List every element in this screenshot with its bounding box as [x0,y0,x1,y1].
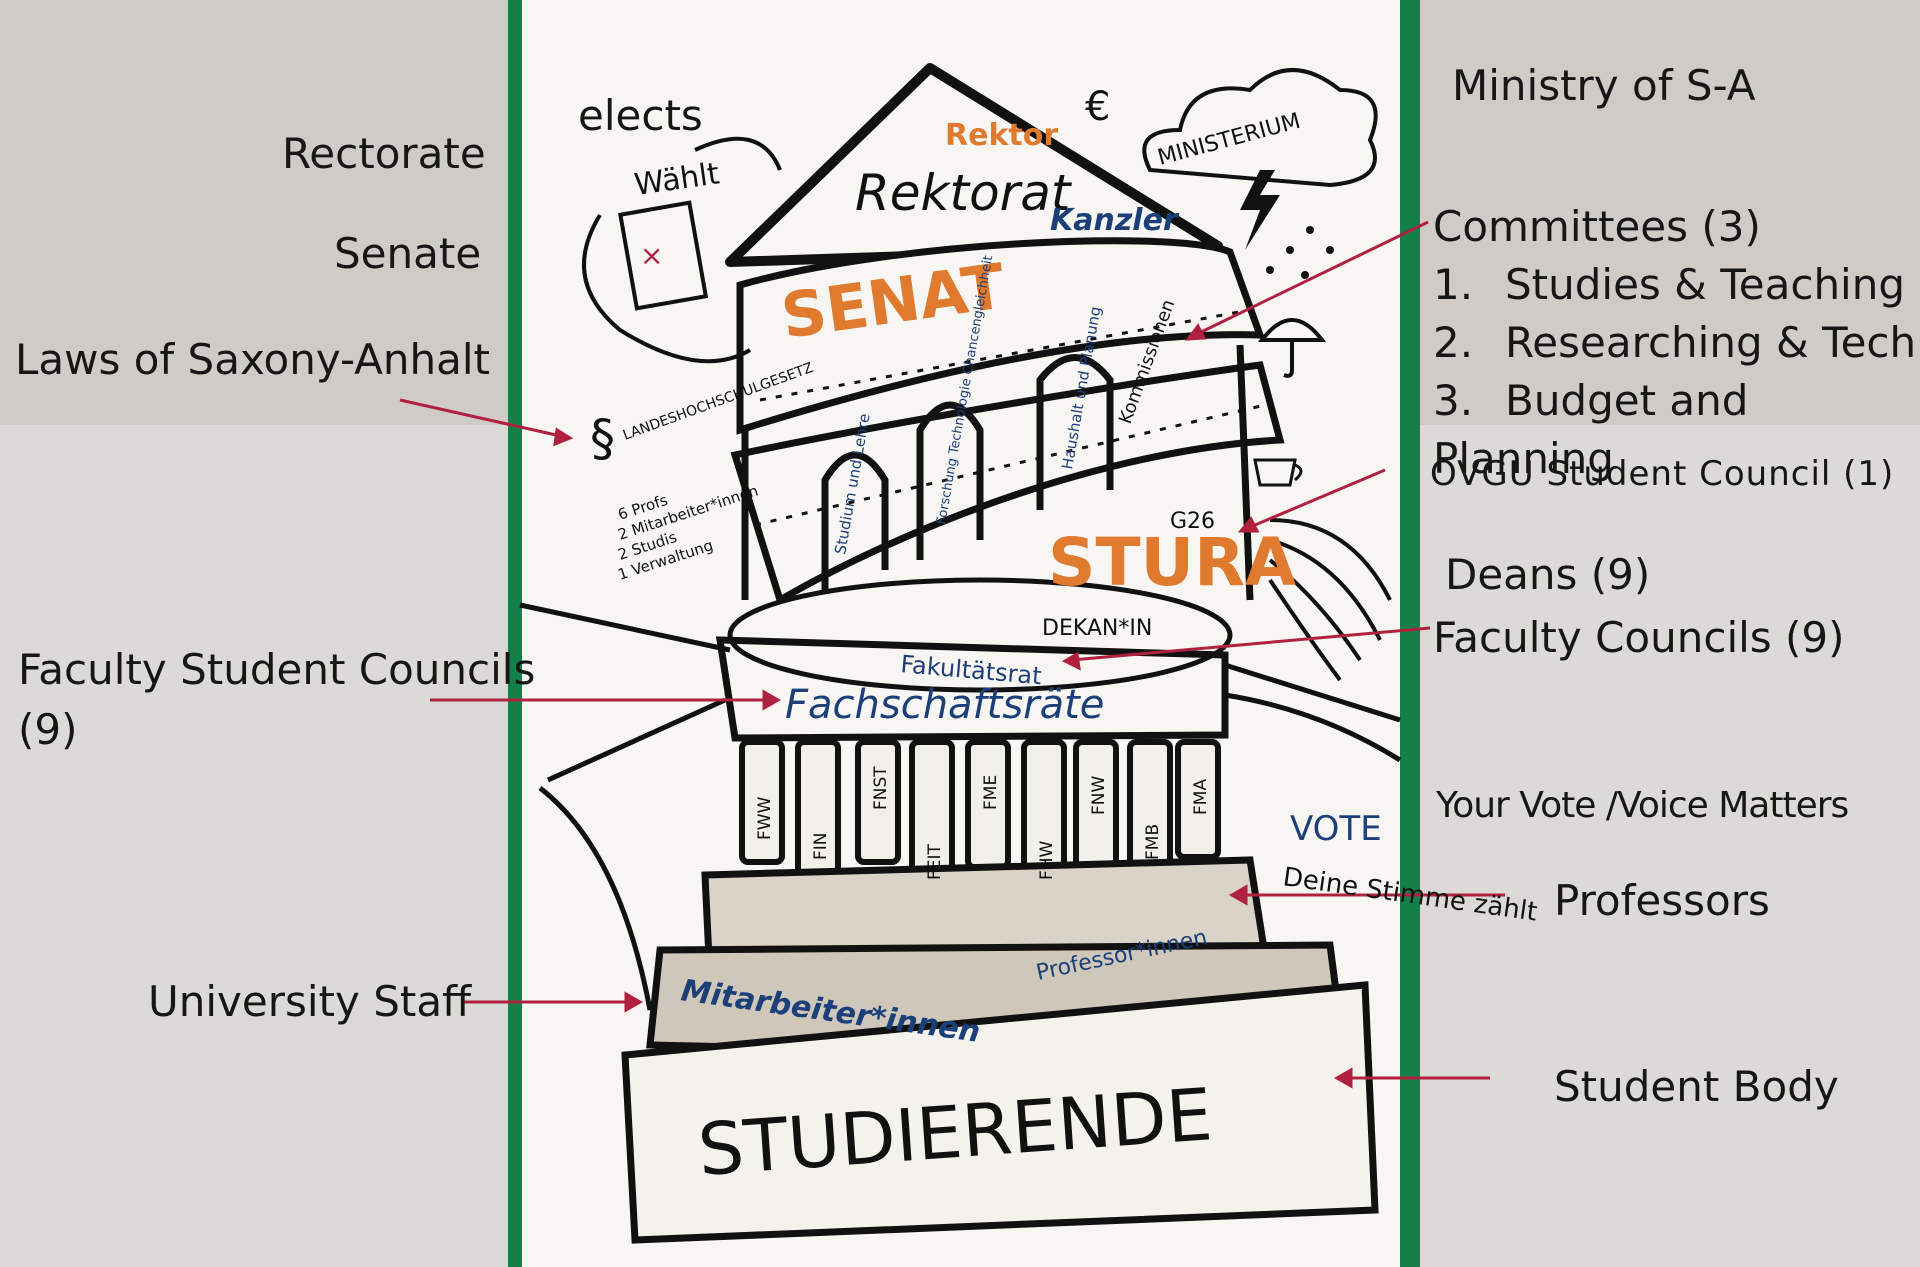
lightning-icon [1240,170,1280,250]
poster-rektor: Rektor [945,118,1058,153]
poster-landes-sign: § [590,409,615,467]
label-university-staff: University Staff [148,977,472,1026]
poster-dekan: DEKAN*IN [1042,616,1152,641]
euro-icon: € [1085,84,1110,130]
arch-1 [821,451,889,590]
committee-item: 1.Studies & Teaching [1433,260,1906,309]
svg-text:FNW: FNW [1089,776,1109,815]
cup-icon [1253,458,1303,487]
arch-3 [1036,354,1114,510]
committee-item: 3.Budget and Planning [1433,376,1749,483]
label-ministry: Ministry of S-A [1452,61,1756,110]
umbrella-icon [1257,318,1327,378]
building-walls [741,344,1254,601]
label-deans: Deans (9) [1445,550,1651,599]
poster-fachschaftsraete: Fachschaftsräte [785,682,1104,728]
label-professors: Professors [1554,876,1770,925]
elects-arrow [694,136,782,171]
poster-g26: G26 [1170,509,1215,534]
label-rectorate: Rectorate [282,129,486,178]
svg-text:FIN: FIN [811,832,831,860]
faculty-ring [727,577,1233,693]
svg-text:FMB: FMB [1143,824,1163,860]
senate-band [736,237,1266,435]
poster-stura: STURA [1048,524,1296,601]
rain-drops [1266,226,1334,279]
label-senate: Senate [334,229,482,278]
poster-vote: VOTE [1290,809,1382,849]
label-faculty-student-councils: Faculty Student Councils [18,645,536,694]
svg-text:×: × [640,239,663,272]
svg-text:FWW: FWW [755,796,775,840]
label-faculty-student-councils-count: (9) [18,705,78,754]
label-student-body: Student Body [1554,1062,1839,1111]
label-student-council: OVGU Student Council (1) [1430,454,1895,494]
poster-rektorat: Rektorat [855,164,1073,222]
stura-band [730,361,1285,606]
cloud-icon [1142,68,1378,188]
svg-text:FNST: FNST [871,766,891,810]
label-laws: Laws of Saxony-Anhalt [15,335,491,384]
committees-title: Committees (3) [1433,202,1761,251]
svg-text:FME: FME [981,775,1001,810]
label-your-vote: Your Vote /Voice Matters [1436,785,1849,826]
svg-text:FHW: FHW [1037,840,1057,880]
committees-list: Committees (3) 1.Studies & Teaching 2.Re… [1433,198,1920,488]
svg-text:FEIT: FEIT [925,843,945,880]
label-elects: elects [578,91,703,140]
arch-2 [916,401,984,560]
label-faculty-councils: Faculty Councils (9) [1433,613,1845,662]
poster-kanzler: Kanzler [1050,203,1180,238]
ballot-icon [618,200,709,311]
poster-columns: FWW FIN FNST FEIT FME FHW FNW FMB FMA [755,766,1211,880]
step-bottom [621,981,1379,1244]
committee-item: 2.Researching & Tech [1433,318,1917,367]
svg-text:FMA: FMA [1191,779,1211,815]
